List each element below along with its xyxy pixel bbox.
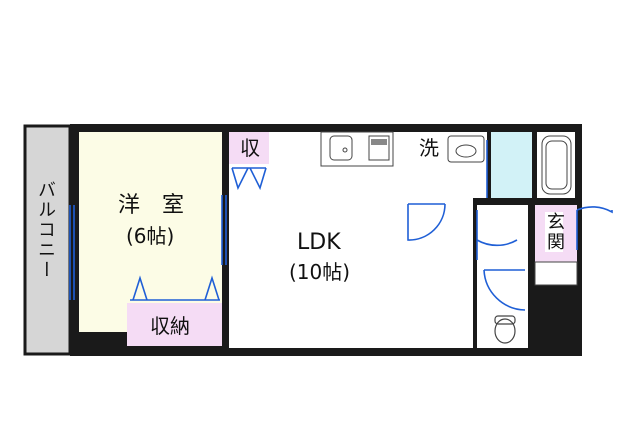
entrance-step: [534, 261, 578, 286]
washbasin-bowl: [455, 144, 477, 158]
washroom-label: 洗: [419, 136, 439, 160]
closet-door-swing-left: [132, 275, 148, 301]
balcony-area: [23, 124, 72, 356]
washroom: [402, 132, 487, 198]
washroom-door: [407, 203, 446, 241]
closet-main: [127, 303, 222, 346]
western-room-size: (6帖): [126, 224, 175, 248]
kitchen-counter: [320, 131, 394, 167]
sink-drain: [342, 147, 348, 153]
entrance-door: [576, 206, 613, 250]
small-closet-swing-left: [231, 167, 249, 191]
bathtub: [541, 135, 572, 195]
ldk-name: LDK: [297, 230, 341, 255]
washbasin: [447, 135, 485, 163]
toilet-bowl: [494, 318, 516, 344]
bathtub-inner: [545, 140, 568, 190]
western-room-name: 洋 室: [118, 193, 185, 218]
toilet-door: [483, 269, 526, 311]
small-closet-label: 収: [240, 136, 260, 160]
ldk-size: (10帖): [289, 260, 351, 284]
balcony-label: バルコニー: [35, 180, 56, 280]
entrance-label: 玄関: [544, 212, 565, 252]
closet-door-swing-right: [204, 275, 220, 301]
hallway-door: [476, 210, 518, 260]
stove-top: [371, 139, 387, 145]
closet-small: [229, 132, 269, 164]
small-closet-swing-right: [249, 167, 267, 191]
toilet-room: [484, 283, 526, 347]
western-room: [79, 132, 222, 332]
toilet-tank: [494, 315, 516, 325]
closet-label: 収納: [150, 314, 190, 338]
sink: [329, 135, 353, 161]
stove: [368, 135, 390, 161]
bathroom: [491, 132, 532, 198]
bathtub-area: [537, 132, 575, 198]
